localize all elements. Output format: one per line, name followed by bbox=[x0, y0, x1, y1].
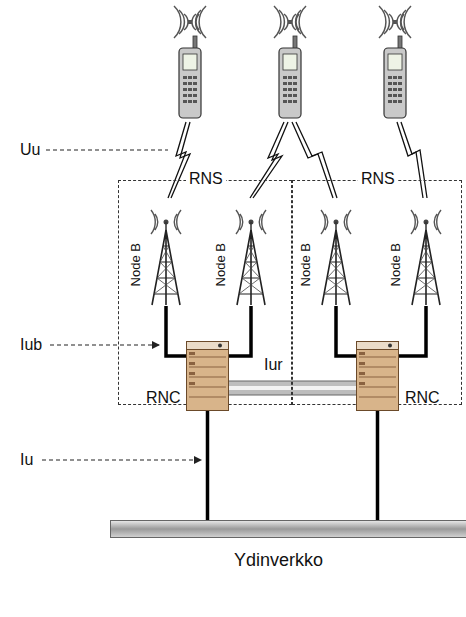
rnc-label: RNC bbox=[405, 389, 440, 407]
rnc: RNC bbox=[356, 341, 399, 411]
interface-label: Iub bbox=[18, 336, 44, 354]
rns-group: RNSNode BNode BRNC bbox=[292, 180, 462, 405]
interface-label: Iu bbox=[18, 451, 35, 469]
radio-link bbox=[168, 122, 427, 198]
edge-label: Iur bbox=[262, 356, 285, 374]
mobile-phone bbox=[379, 6, 411, 118]
node-b-label: Node B bbox=[389, 243, 403, 286]
node-b: Node B bbox=[316, 206, 356, 306]
node-b: Node B bbox=[146, 206, 186, 306]
rnc-label: RNC bbox=[146, 389, 181, 407]
rns-label: RNS bbox=[186, 170, 226, 188]
tower-icon bbox=[231, 206, 271, 306]
core-network-bar: Ydinverkko bbox=[110, 520, 466, 538]
node-b: Node B bbox=[231, 206, 271, 306]
tower-icon bbox=[146, 206, 186, 306]
node-b-label: Node B bbox=[299, 243, 313, 286]
core-network-label: Ydinverkko bbox=[234, 551, 323, 571]
wire-link bbox=[166, 306, 186, 356]
wire-link bbox=[336, 306, 356, 356]
mobile-phone bbox=[274, 6, 306, 118]
tower-icon bbox=[316, 206, 356, 306]
leader-line bbox=[42, 150, 201, 460]
wire-link bbox=[399, 306, 426, 356]
wire-link bbox=[377, 411, 378, 520]
rnc-cabinet bbox=[356, 341, 399, 411]
wire-link bbox=[207, 411, 208, 520]
node-b-label: Node B bbox=[214, 243, 228, 286]
rnc-cabinet bbox=[186, 341, 229, 411]
rnc: RNC bbox=[186, 341, 229, 411]
interface-label: Uu bbox=[18, 141, 42, 159]
node-b-label: Node B bbox=[129, 243, 143, 286]
mobile-phone bbox=[174, 6, 206, 118]
node-b: Node B bbox=[406, 206, 446, 306]
tower-icon bbox=[406, 206, 446, 306]
rns-label: RNS bbox=[358, 170, 398, 188]
wire-link bbox=[229, 306, 251, 356]
